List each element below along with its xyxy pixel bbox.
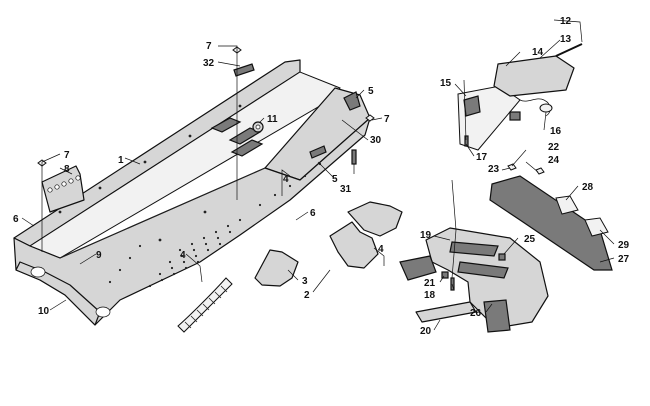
- callout-5-mid: 5: [332, 174, 338, 185]
- leader-lines: [21, 19, 615, 331]
- fastener-25: [498, 253, 506, 261]
- callout-7-right: 7: [384, 114, 390, 125]
- callout-7-left: 7: [64, 150, 70, 161]
- callout-8: 8: [64, 164, 70, 175]
- bulb: [539, 103, 553, 113]
- fastener-23: [507, 163, 517, 171]
- callout-6-mid: 6: [310, 208, 316, 219]
- taillight-cover: [493, 55, 575, 97]
- flap-reflector-28: [555, 195, 579, 215]
- callout-1: 1: [118, 155, 124, 166]
- callout-18: 18: [424, 290, 436, 301]
- callout-28: 28: [582, 182, 594, 193]
- callout-13: 13: [560, 34, 572, 45]
- fastener-22: [535, 167, 545, 175]
- callout-12: 12: [560, 16, 572, 27]
- callout-32: 32: [203, 58, 215, 69]
- fastener-17: [464, 135, 469, 147]
- callout-31: 31: [340, 184, 352, 195]
- callout-11: 11: [267, 114, 278, 125]
- taillight-lens: [463, 95, 481, 117]
- tunnel-rail-bolts: [58, 104, 242, 242]
- bumper-grip: [449, 241, 499, 257]
- flap-reflector-29: [584, 217, 609, 237]
- callout-labels: 7 32 11 1 7 8 6 9 10 5 7 30 4 5 31 6 4 3…: [13, 16, 630, 337]
- callout-23: 23: [488, 164, 500, 175]
- callout-26: 26: [470, 308, 482, 319]
- bumper-pad-left: [399, 255, 437, 281]
- callout-2: 2: [304, 290, 310, 301]
- side-panel: [329, 221, 379, 269]
- callout-3: 3: [302, 276, 308, 287]
- tunnel-front-hole: [30, 266, 46, 278]
- callout-4-low: 4: [180, 250, 186, 261]
- fastener-21: [441, 271, 449, 279]
- callout-7-top: 7: [206, 41, 212, 52]
- callout-29: 29: [618, 240, 630, 251]
- deck-plate-3: [230, 139, 264, 157]
- fastener-18: [450, 277, 455, 291]
- bumper-step: [483, 299, 511, 333]
- callout-19: 19: [420, 230, 432, 241]
- callout-4-right: 4: [378, 244, 384, 255]
- wiring-connector: [509, 111, 521, 121]
- callout-10: 10: [38, 306, 50, 317]
- callout-20: 20: [420, 326, 432, 337]
- deck-plate-1: [210, 117, 242, 133]
- callout-16: 16: [550, 126, 562, 137]
- callout-14: 14: [532, 47, 544, 58]
- side-panel-upper: [347, 201, 403, 237]
- snow-flap: [489, 175, 613, 271]
- callout-22: 22: [548, 142, 560, 153]
- callout-21: 21: [424, 278, 436, 289]
- rib-plate: [233, 63, 255, 77]
- callout-6-left: 6: [13, 214, 19, 225]
- callout-5-top: 5: [368, 86, 374, 97]
- callout-15: 15: [440, 78, 452, 89]
- rivet-5: [343, 91, 361, 111]
- callout-27: 27: [618, 254, 630, 265]
- callout-17: 17: [476, 152, 488, 163]
- tunnel-rear-hole: [95, 306, 111, 318]
- rivet-31: [351, 149, 357, 165]
- front-cover-plate: [41, 165, 85, 213]
- coil-spring: [177, 277, 233, 333]
- bumper-strip: [415, 301, 477, 323]
- callout-4-mid: 4: [283, 174, 289, 185]
- callout-30: 30: [370, 135, 382, 146]
- callout-9: 9: [96, 250, 102, 261]
- taillight-screw: [555, 43, 583, 57]
- tunnel-assembly: [13, 59, 371, 326]
- callout-24: 24: [548, 155, 560, 166]
- bumper-grip-lower: [457, 261, 509, 279]
- tunnel-badge: [309, 145, 327, 159]
- grommet: [252, 121, 264, 133]
- callout-25: 25: [524, 234, 536, 245]
- tunnel-perforations: [108, 162, 322, 288]
- mounting-bracket: [254, 249, 299, 287]
